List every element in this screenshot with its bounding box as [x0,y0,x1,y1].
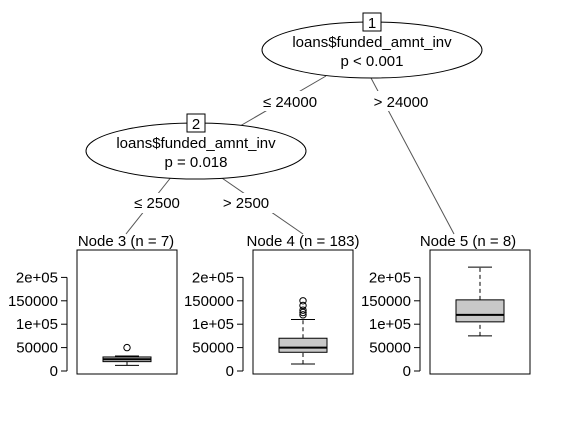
y-tick-label: 1e+05 [369,316,411,333]
edge-label-1-2: ≤ 24000 [263,94,317,111]
outlier-point [299,308,307,317]
y-tick-label: 50000 [369,340,411,357]
outlier-point [123,343,131,352]
inner-node-1: 1 loans$funded_amnt_inv p < 0.001 [261,12,483,79]
terminal-node-4: Node 4 (n = 183) 0 50000 1e+05 150000 2e+05 [184,233,360,380]
node-title: Node 5 (n = 8) [420,233,516,250]
terminal-node-5: Node 5 (n = 8) 0 50000 1e+05 150000 2e+05 [361,233,531,380]
y-tick-label: 50000 [16,340,58,357]
y-tick-label: 2e+05 [369,269,411,286]
node-variable-2: loans$funded_amnt_inv [116,135,276,152]
plot-frame [76,249,178,375]
box [278,337,328,353]
outlier-point [299,311,307,319]
inner-node-2: 2 loans$funded_amnt_inv p = 0.018 [85,113,307,180]
y-tick-label: 150000 [184,293,234,310]
outlier-point [299,301,307,310]
terminal-node-3: Node 3 (n = 7) 0 50000 1e+05 150000 2e+05 [8,233,178,380]
node-title: Node 4 (n = 183) [247,233,360,250]
y-tick-label: 2e+05 [16,269,58,286]
y-tick-label: 0 [403,363,411,380]
node-id-2: 2 [192,116,200,133]
outlier-point [299,306,307,314]
node-pvalue-2: p = 0.018 [165,154,228,171]
outlier-point [299,297,307,305]
y-tick-label: 150000 [8,293,58,310]
y-tick-label: 150000 [361,293,411,310]
node-title: Node 3 (n = 7) [78,233,174,250]
node-pvalue-1: p < 0.001 [341,53,404,70]
y-tick-label: 0 [226,363,234,380]
node-variable-1: loans$funded_amnt_inv [292,34,452,51]
edge-label-2-4: > 2500 [223,195,269,212]
y-tick-label: 1e+05 [192,316,234,333]
y-tick-label: 2e+05 [192,269,234,286]
box [455,299,505,323]
y-tick-label: 0 [50,363,58,380]
y-tick-label: 1e+05 [16,316,58,333]
edge-label-2-3: ≤ 2500 [134,195,180,212]
edge-label-1-5: > 24000 [374,94,429,111]
node-id-1: 1 [368,15,376,32]
y-tick-label: 50000 [192,340,234,357]
